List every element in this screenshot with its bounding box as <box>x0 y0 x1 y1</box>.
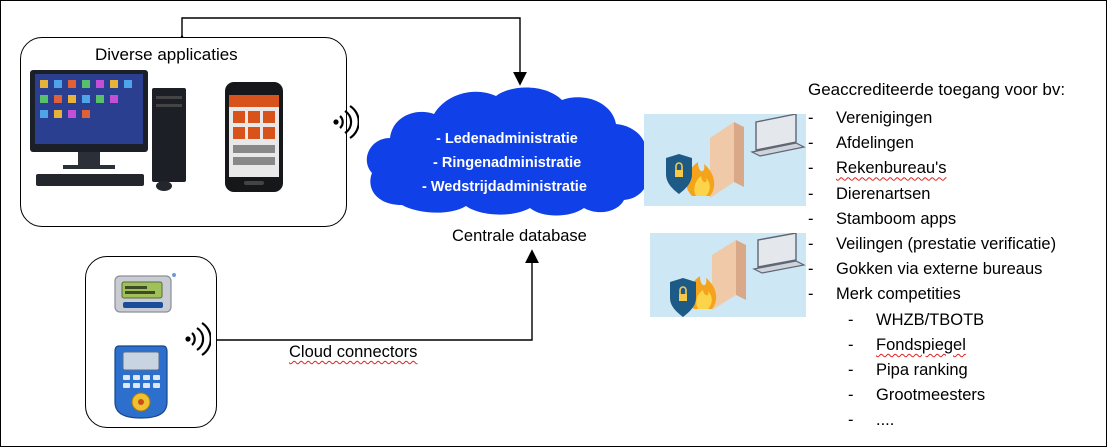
pigeon-clock-device-icon <box>114 273 176 313</box>
access-item-merk-competities: -Merk competities <box>808 285 961 304</box>
access-item-afdelingen: -Afdelingen <box>808 134 914 153</box>
access-list: -Verenigingen -Afdelingen -Rekenbureau's… <box>808 106 1056 434</box>
access-item-verenigingen: -Verenigingen <box>808 109 933 127</box>
bottom-arrow <box>203 249 539 347</box>
access-subitem-fondspiegel: -Fondspiegel <box>848 335 966 354</box>
access-subitem-grootmeesters: -Grootmeesters <box>848 386 986 405</box>
cloud-shape <box>366 87 649 216</box>
firewall-laptop-icon-2 <box>650 233 806 317</box>
firewall-laptop-icon <box>644 114 806 206</box>
desktop-computer-icon <box>30 70 186 191</box>
access-title: Geaccrediteerde toegang voor bv: <box>808 80 1066 99</box>
handheld-device-icon <box>114 345 168 419</box>
cloud-item-wedstrijdadministratie: - Wedstrijdadministratie <box>422 179 587 195</box>
access-item-veilingen: -Veilingen (prestatie verificatie) <box>808 235 1057 254</box>
top-arrow <box>175 17 527 86</box>
access-item-dierenartsen: -Dierenartsen <box>808 184 931 203</box>
access-subitem-more: -.... <box>848 411 895 430</box>
cloud-item-ledenadministratie: - Ledenadministratie <box>436 131 578 147</box>
access-item-rekenbureaus: -Rekenbureau's <box>808 159 947 178</box>
cloud-connectors-label: Cloud connectors <box>289 343 418 361</box>
applications-title: Diverse applicaties <box>95 45 238 64</box>
access-item-stamboom-apps: -Stamboom apps <box>808 209 957 228</box>
smartphone-icon <box>225 82 283 192</box>
cloud-item-ringenadministratie: - Ringenadministratie <box>433 155 582 171</box>
cloud-caption: Centrale database <box>452 227 587 245</box>
wireless-signal-icon-2 <box>185 322 211 356</box>
access-item-gokken: -Gokken via externe bureaus <box>808 260 1043 279</box>
access-subitem-whzb: -WHZB/TBOTB <box>848 310 985 329</box>
wireless-signal-icon <box>333 105 359 139</box>
access-subitem-pipa-ranking: -Pipa ranking <box>848 361 968 380</box>
